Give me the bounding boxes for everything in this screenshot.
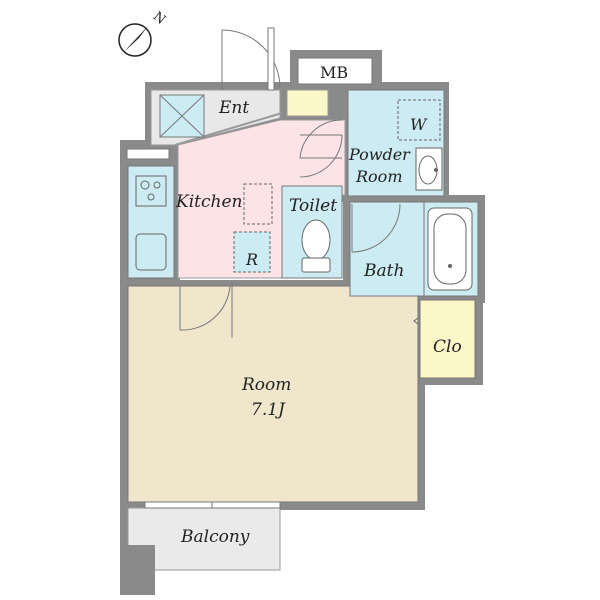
closet-door-mark: [413, 317, 419, 325]
appliance-space: [243, 183, 273, 225]
ent-label: Ent: [218, 98, 249, 118]
fridge-space: [233, 231, 271, 273]
powder-label-1: Powder: [348, 145, 411, 164]
closet: [419, 299, 476, 379]
kitchen-label: Kitchen: [175, 192, 242, 212]
closet-label: Clo: [433, 337, 462, 357]
shoe-cabinet: [159, 94, 205, 138]
toilet-icon: [301, 219, 331, 273]
washer-space: [397, 99, 441, 141]
mb-label: MB: [320, 63, 348, 82]
kitchen-window: [126, 148, 170, 160]
stove-icon: [135, 175, 167, 207]
balcony-wall: [120, 545, 155, 595]
balcony-label: Balcony: [180, 527, 250, 547]
main-room: [127, 285, 419, 503]
bathtub-icon: [427, 207, 473, 291]
toilet-label: Toilet: [289, 196, 337, 216]
bath-label: Bath: [363, 261, 404, 281]
compass: N: [118, 9, 168, 57]
compass-north-label: N: [150, 9, 168, 28]
kitchen-counter: [127, 165, 175, 279]
room-label: Room: [241, 375, 291, 395]
meter-box: [297, 57, 373, 85]
entrance-step: [174, 112, 283, 146]
washbasin-icon: [415, 147, 443, 191]
entry-storage: [286, 89, 329, 117]
powder-label-2: Room: [355, 167, 402, 186]
sink-icon: [135, 233, 167, 271]
washer-label: W: [410, 115, 428, 134]
fridge-label: R: [245, 250, 258, 269]
doors: [179, 27, 401, 338]
room-size-label: 7.1J: [251, 400, 286, 420]
